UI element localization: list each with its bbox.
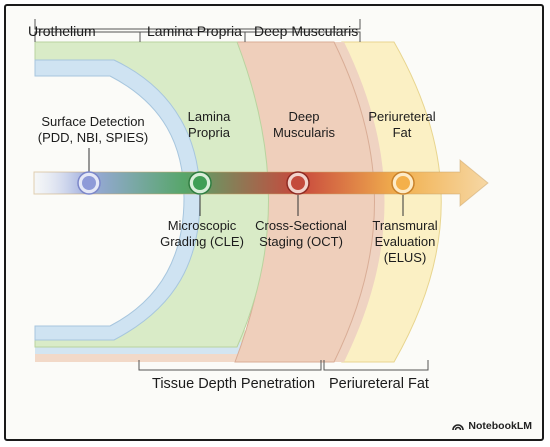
label-transmural-evaluation: Transmural Evaluation (ELUS) [372, 218, 438, 265]
band-outer-bottom [35, 354, 360, 362]
diagram-frame: Urothelium Lamina Propria Deep Musculari… [4, 4, 544, 441]
label-surface-detection: Surface Detection (PDD, NBI, SPIES) [37, 114, 149, 145]
marker-transmural [391, 171, 415, 195]
header-lamina-propria: Lamina Propria [147, 23, 242, 39]
depth-arrow [33, 158, 489, 208]
label-periureteral-fat: Periureteral Fat [368, 109, 436, 140]
label-cross-sectional-staging: Cross-Sectional Staging (OCT) [255, 218, 347, 249]
brand-label: NotebookLM [468, 420, 532, 432]
footer-bracket [138, 360, 429, 371]
label-deep-muscularis: Deep Muscularis [272, 109, 336, 140]
layer-urothelium [34, 59, 201, 341]
header-bracket [34, 19, 361, 42]
marker-cross-sectional [286, 171, 310, 195]
footer-periureteral-fat: Periureteral Fat [329, 376, 429, 392]
layer-boundary [332, 42, 385, 362]
header-deep-muscularis: Deep Muscularis [254, 23, 359, 39]
notebooklm-logo: NotebookLM [452, 420, 532, 432]
layers-illustration [33, 19, 489, 371]
footer-tissue-depth: Tissue Depth Penetration [152, 376, 316, 392]
marker-microscopic [188, 171, 212, 195]
notebooklm-icon [452, 423, 465, 430]
header-urothelium: Urothelium [28, 23, 96, 39]
label-microscopic-grading: Microscopic Grading (CLE) [160, 218, 244, 249]
label-lamina-propria: Lamina Propria [187, 109, 231, 140]
connector-lines [88, 148, 404, 216]
marker-surface [77, 171, 101, 195]
